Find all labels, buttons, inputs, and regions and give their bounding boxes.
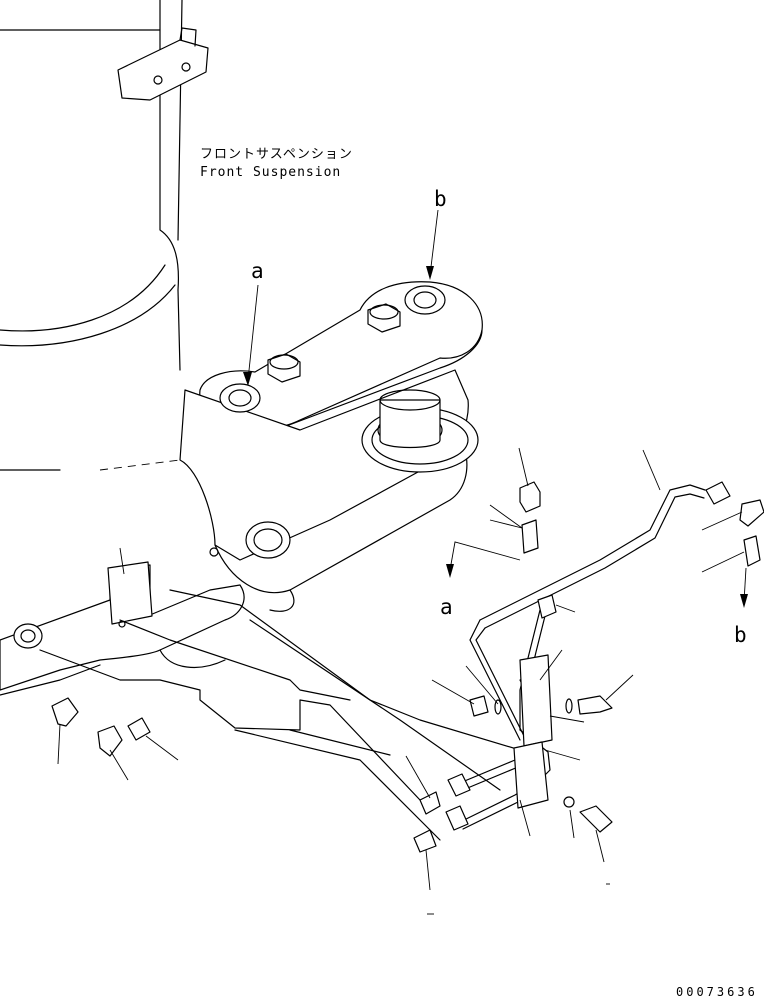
frame-rail <box>0 547 245 696</box>
caption-jp: フロントサスペンション <box>200 147 353 162</box>
grease-lines <box>39 589 521 841</box>
tube-assembly <box>454 484 706 830</box>
arrow-b-side <box>740 567 748 608</box>
arrow-b-top <box>426 209 439 280</box>
label-a-top: a <box>251 259 264 283</box>
leader-lines <box>57 447 745 891</box>
fittings <box>51 481 764 853</box>
caption-en: Front Suspension <box>200 165 341 180</box>
link-assembly <box>99 281 483 612</box>
arrow-a-top <box>243 284 259 386</box>
label-b-top: b <box>434 187 447 211</box>
label-b-side: b <box>734 623 747 647</box>
arrow-a-side <box>446 541 521 578</box>
upper-bracket <box>117 27 209 101</box>
label-a-side: a <box>440 595 453 619</box>
drawing-number: 00073636 <box>676 985 758 997</box>
